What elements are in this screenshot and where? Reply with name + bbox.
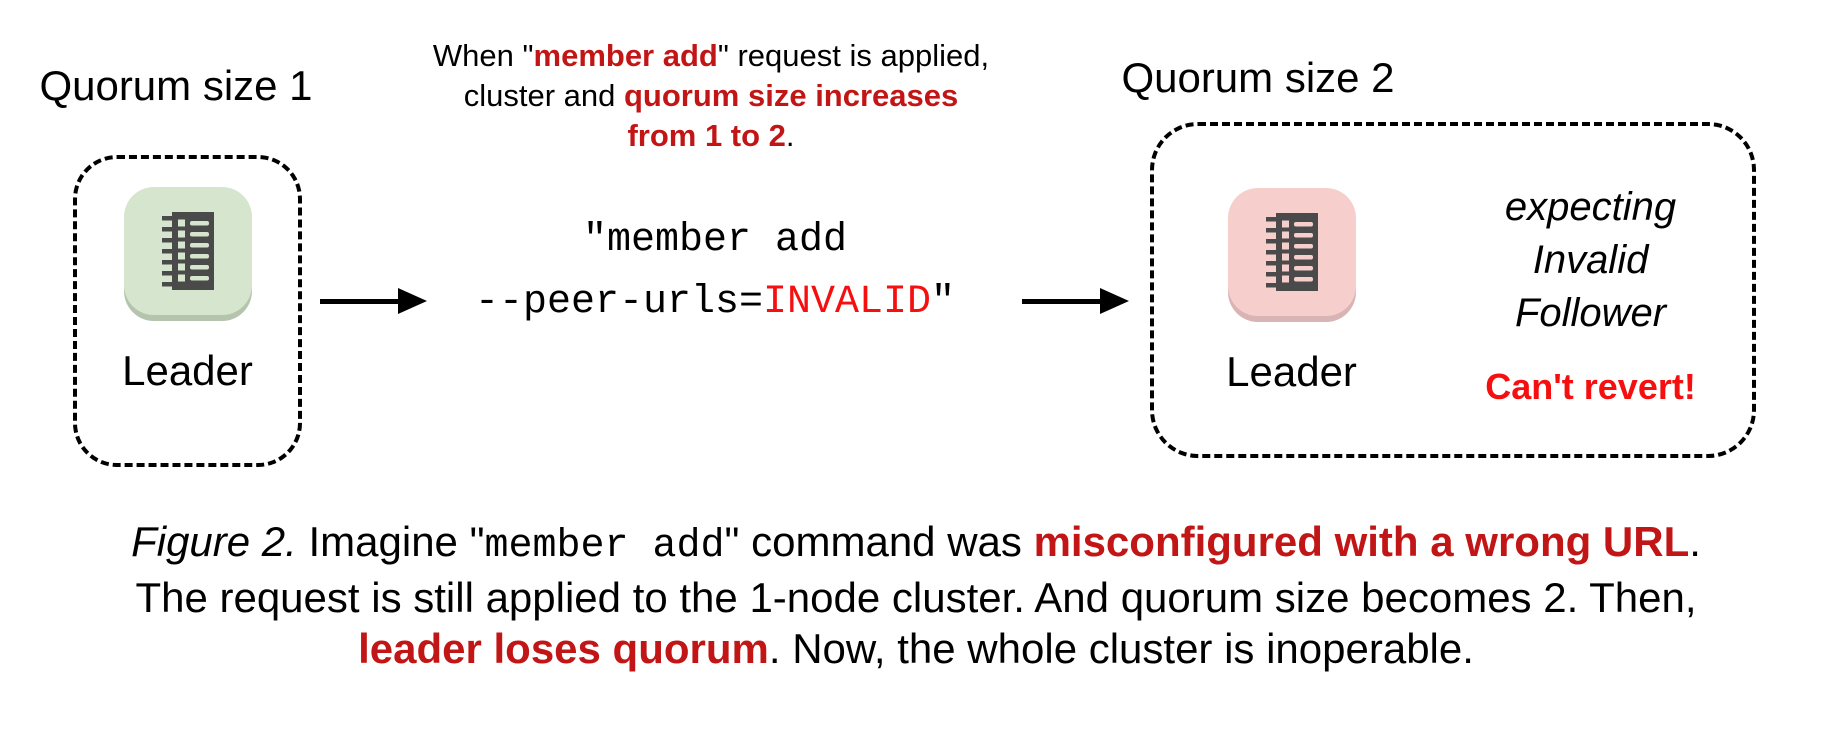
annotation-text: When ": [432, 38, 534, 73]
caption-text: .: [1689, 518, 1701, 565]
command-line-2: --peer-urls=: [474, 280, 763, 325]
annotation-red-from-1-to-2: from 1 to 2: [627, 118, 786, 153]
caption-text: . Now, the whole cluster is inoperable.: [768, 625, 1474, 672]
expect-line-3: Follower: [1514, 290, 1667, 335]
figure-number-label: Figure 2.: [131, 518, 297, 565]
annotation-red-member-add: member add: [533, 38, 718, 73]
command-closing-quote: ": [931, 280, 956, 325]
ledger-server-icon: [1265, 213, 1318, 291]
annotation-red-quorum-increase: quorum size increases: [624, 78, 959, 113]
figure-caption: Figure 2. Imagine "member add" command w…: [0, 516, 1832, 674]
right-cluster-status-column: expecting Invalid Follower Can't revert!: [1429, 126, 1752, 454]
right-cluster-heading: Quorum size 2: [1121, 54, 1395, 101]
expect-line-1: expecting: [1504, 184, 1677, 229]
left-leader-label: Leader: [122, 347, 253, 394]
annotation-text: .: [785, 118, 795, 153]
annotation-text: " request is applied,: [717, 38, 990, 73]
right-cluster-leader-column: Leader: [1154, 126, 1429, 454]
caption-line-2: The request is still applied to the 1-no…: [135, 574, 1697, 621]
ledger-server-icon: [161, 212, 214, 290]
caption-line-1: Figure 2. Imagine "member add" command w…: [0, 516, 1832, 572]
command-line-1: "member add: [582, 218, 848, 263]
leader-node-tile-green: [123, 187, 252, 315]
annotation-text: cluster and: [463, 78, 624, 113]
leader-node-tile-pink: [1227, 188, 1356, 316]
caption-line-3: leader loses quorum. Now, the whole clus…: [0, 623, 1832, 674]
caption-text: " command was: [724, 518, 1034, 565]
caption-red-misconfigured: misconfigured with a wrong URL: [1033, 518, 1690, 565]
arrow-left-to-command: [320, 288, 427, 314]
expect-line-2: Invalid: [1532, 237, 1649, 282]
left-cluster-heading: Quorum size 1: [39, 62, 313, 109]
expecting-invalid-follower-text: expecting Invalid Follower: [1505, 181, 1676, 340]
command-invalid-value: INVALID: [763, 280, 932, 325]
caption-text: Imagine ": [296, 518, 485, 565]
right-leader-label: Leader: [1226, 348, 1357, 395]
left-cluster-box: Leader: [73, 155, 302, 467]
caption-red-leader-loses-quorum: leader loses quorum: [358, 625, 769, 672]
cant-revert-warning: Can't revert!: [1485, 365, 1696, 407]
member-add-command: "member add --peer-urls=INVALID": [408, 210, 1022, 334]
arrow-command-to-right: [1022, 288, 1129, 314]
caption-member-add-code: member add: [484, 524, 725, 569]
right-cluster-box: Leader expecting Invalid Follower Can't …: [1150, 122, 1756, 458]
member-add-annotation: When "member add" request is applied, cl…: [356, 36, 1066, 156]
